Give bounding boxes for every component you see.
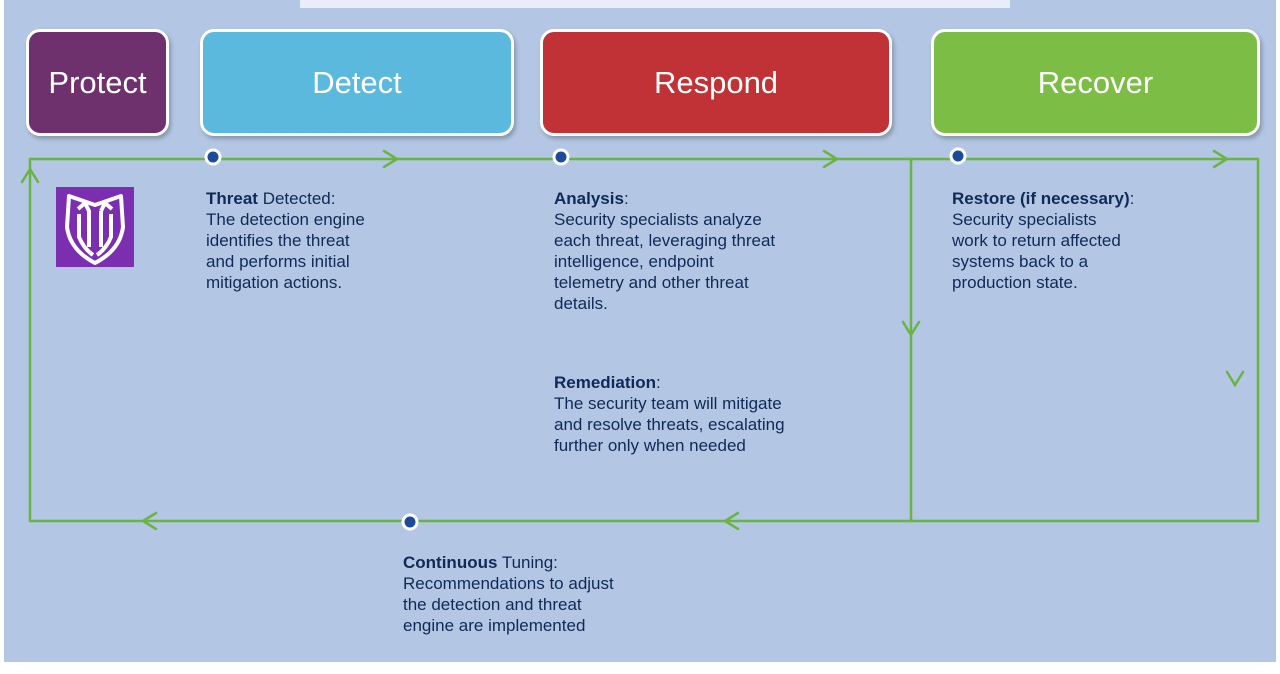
top-strip <box>300 0 1010 8</box>
arrow-top-2 <box>822 149 840 169</box>
node-analysis <box>552 148 570 166</box>
step-threat-tail: Detected: <box>257 189 336 208</box>
step-tuning-bold: Continuous <box>403 553 498 572</box>
arrow-divider-down <box>901 320 921 338</box>
step-restore-bold: Restore (if necessary) <box>952 189 1130 208</box>
step-remediation-body: The security team will mitigate and reso… <box>554 394 785 455</box>
node-threat <box>204 148 222 166</box>
arrow-bottom-1 <box>722 511 740 531</box>
step-analysis: Analysis: Security specialists analyze e… <box>554 188 775 314</box>
step-restore: Restore (if necessary): Security special… <box>952 188 1134 293</box>
step-analysis-bold: Analysis <box>554 189 624 208</box>
stage-respond: Respond <box>540 29 892 136</box>
step-remediation-tail: : <box>656 373 661 392</box>
shield-logo-icon <box>56 187 134 267</box>
node-tuning <box>401 513 419 531</box>
step-continuous-tuning: Continuous Tuning: Recommendations to ad… <box>403 552 614 636</box>
stage-protect: Protect <box>26 29 169 136</box>
stage-detect: Detect <box>200 29 514 136</box>
node-restore <box>949 147 967 165</box>
step-tuning-tail: Tuning: <box>497 553 558 572</box>
step-analysis-body: Security specialists analyze each threat… <box>554 210 776 313</box>
arrow-top-1 <box>382 149 400 169</box>
step-remediation-bold: Remediation <box>554 373 657 392</box>
stage-detect-label: Detect <box>312 64 402 100</box>
step-threat-bold: Threat <box>206 189 258 208</box>
step-threat-detected: Threat Detected: The detection engine id… <box>206 188 365 293</box>
arrow-right-down <box>1225 370 1245 388</box>
step-analysis-tail: : <box>623 189 629 208</box>
arrow-bottom-2 <box>140 511 158 531</box>
stage-protect-label: Protect <box>48 64 147 100</box>
step-restore-tail: : <box>1129 189 1135 208</box>
step-remediation: Remediation: The security team will miti… <box>554 372 785 456</box>
stage-recover-label: Recover <box>1037 64 1154 100</box>
flow-nodes <box>204 147 967 531</box>
stage-respond-label: Respond <box>653 64 779 100</box>
step-restore-body: Security specialists work to return affe… <box>952 210 1121 292</box>
step-tuning-body: Recommendations to adjust the detection … <box>403 574 614 635</box>
step-threat-body: The detection engine identifies the thre… <box>206 210 365 292</box>
stage-recover: Recover <box>931 29 1260 136</box>
arrow-top-3 <box>1212 149 1230 169</box>
arrow-left-up <box>20 166 40 184</box>
